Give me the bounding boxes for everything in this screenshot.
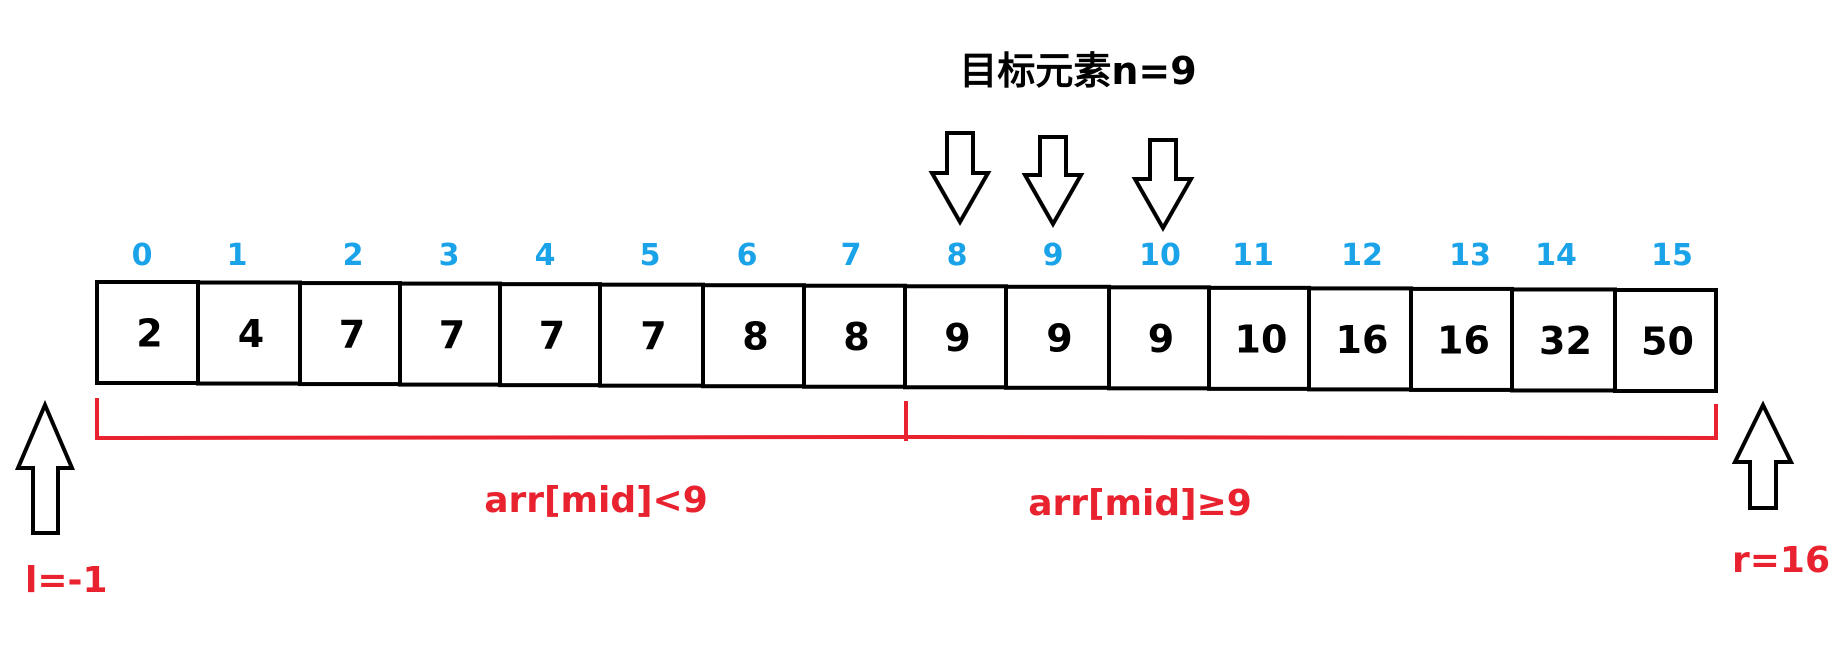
array-index-label: 13 <box>1449 238 1491 273</box>
array-index-label: 14 <box>1535 238 1577 273</box>
array-cell <box>802 283 907 389</box>
array-cell-value: 8 <box>843 315 869 359</box>
left-region-bracket <box>95 398 907 441</box>
array-cell-value: 16 <box>1437 318 1490 362</box>
target-arrows <box>928 131 1195 233</box>
array-cell-value: 7 <box>539 314 565 358</box>
array-index-label: 10 <box>1139 238 1181 273</box>
array-cell-value: 9 <box>1148 317 1174 361</box>
array-cell-value: 50 <box>1641 320 1694 364</box>
right-region-bracket <box>905 404 1718 441</box>
region-brackets <box>95 398 1718 441</box>
array-cell <box>95 280 200 385</box>
array-index-label: 15 <box>1651 238 1693 273</box>
array-cell-value: 9 <box>1046 316 1072 360</box>
array-cell <box>701 283 806 389</box>
array-cell-value: 7 <box>339 313 365 357</box>
array-row: 2 4 7 7 7 7 8 8 9 9 9 10 16 16 32 50 <box>95 280 1718 393</box>
down-arrow-icon <box>1021 135 1085 229</box>
array-cell-value: 7 <box>640 314 666 358</box>
array-index-label: 7 <box>841 238 862 273</box>
right-region-label: arr[mid]≥9 <box>1028 483 1252 524</box>
right-pointer-label: r=16 <box>1732 540 1829 581</box>
array-index-label: 8 <box>947 238 968 273</box>
diagram-title: 目标元素n=9 <box>959 49 1196 93</box>
array-index-label: 12 <box>1341 238 1383 273</box>
array-cell <box>1307 286 1413 392</box>
down-arrow-icon <box>928 131 992 227</box>
array-cell <box>1409 286 1514 392</box>
array-cell-value: 4 <box>238 312 264 356</box>
array-cell <box>498 282 602 388</box>
array-index-label: 1 <box>227 238 248 273</box>
array-cell-value: 7 <box>439 313 465 357</box>
array-cell-value: 8 <box>742 315 768 359</box>
up-arrow-icon <box>14 399 76 535</box>
array-index-label: 0 <box>132 238 153 273</box>
array-cell-value: 10 <box>1235 317 1288 361</box>
left-region-label: arr[mid]<9 <box>484 480 708 521</box>
array-cell <box>196 280 302 386</box>
array-index-label: 9 <box>1043 238 1064 273</box>
array-cell-value: 16 <box>1336 318 1389 362</box>
array-cell <box>598 282 705 388</box>
array-cell-value: 9 <box>944 316 970 360</box>
array-cell <box>1613 288 1718 393</box>
array-index-label: 6 <box>737 238 758 273</box>
array-index-label: 5 <box>640 238 661 273</box>
array-cell-value: 2 <box>136 312 162 356</box>
array-index-label: 11 <box>1232 238 1274 273</box>
array-index-label: 3 <box>439 238 460 273</box>
array-cell <box>903 284 1008 390</box>
array-cell <box>1004 284 1111 390</box>
array-cell <box>1207 285 1311 391</box>
down-arrow-icon <box>1131 138 1195 233</box>
up-arrow-icon <box>1731 400 1795 510</box>
array-index-label: 4 <box>535 238 556 273</box>
array-cell <box>298 281 402 387</box>
left-pointer-label: l=-1 <box>25 560 108 601</box>
array-cell-value: 32 <box>1539 319 1592 363</box>
array-index-label: 2 <box>343 238 364 273</box>
